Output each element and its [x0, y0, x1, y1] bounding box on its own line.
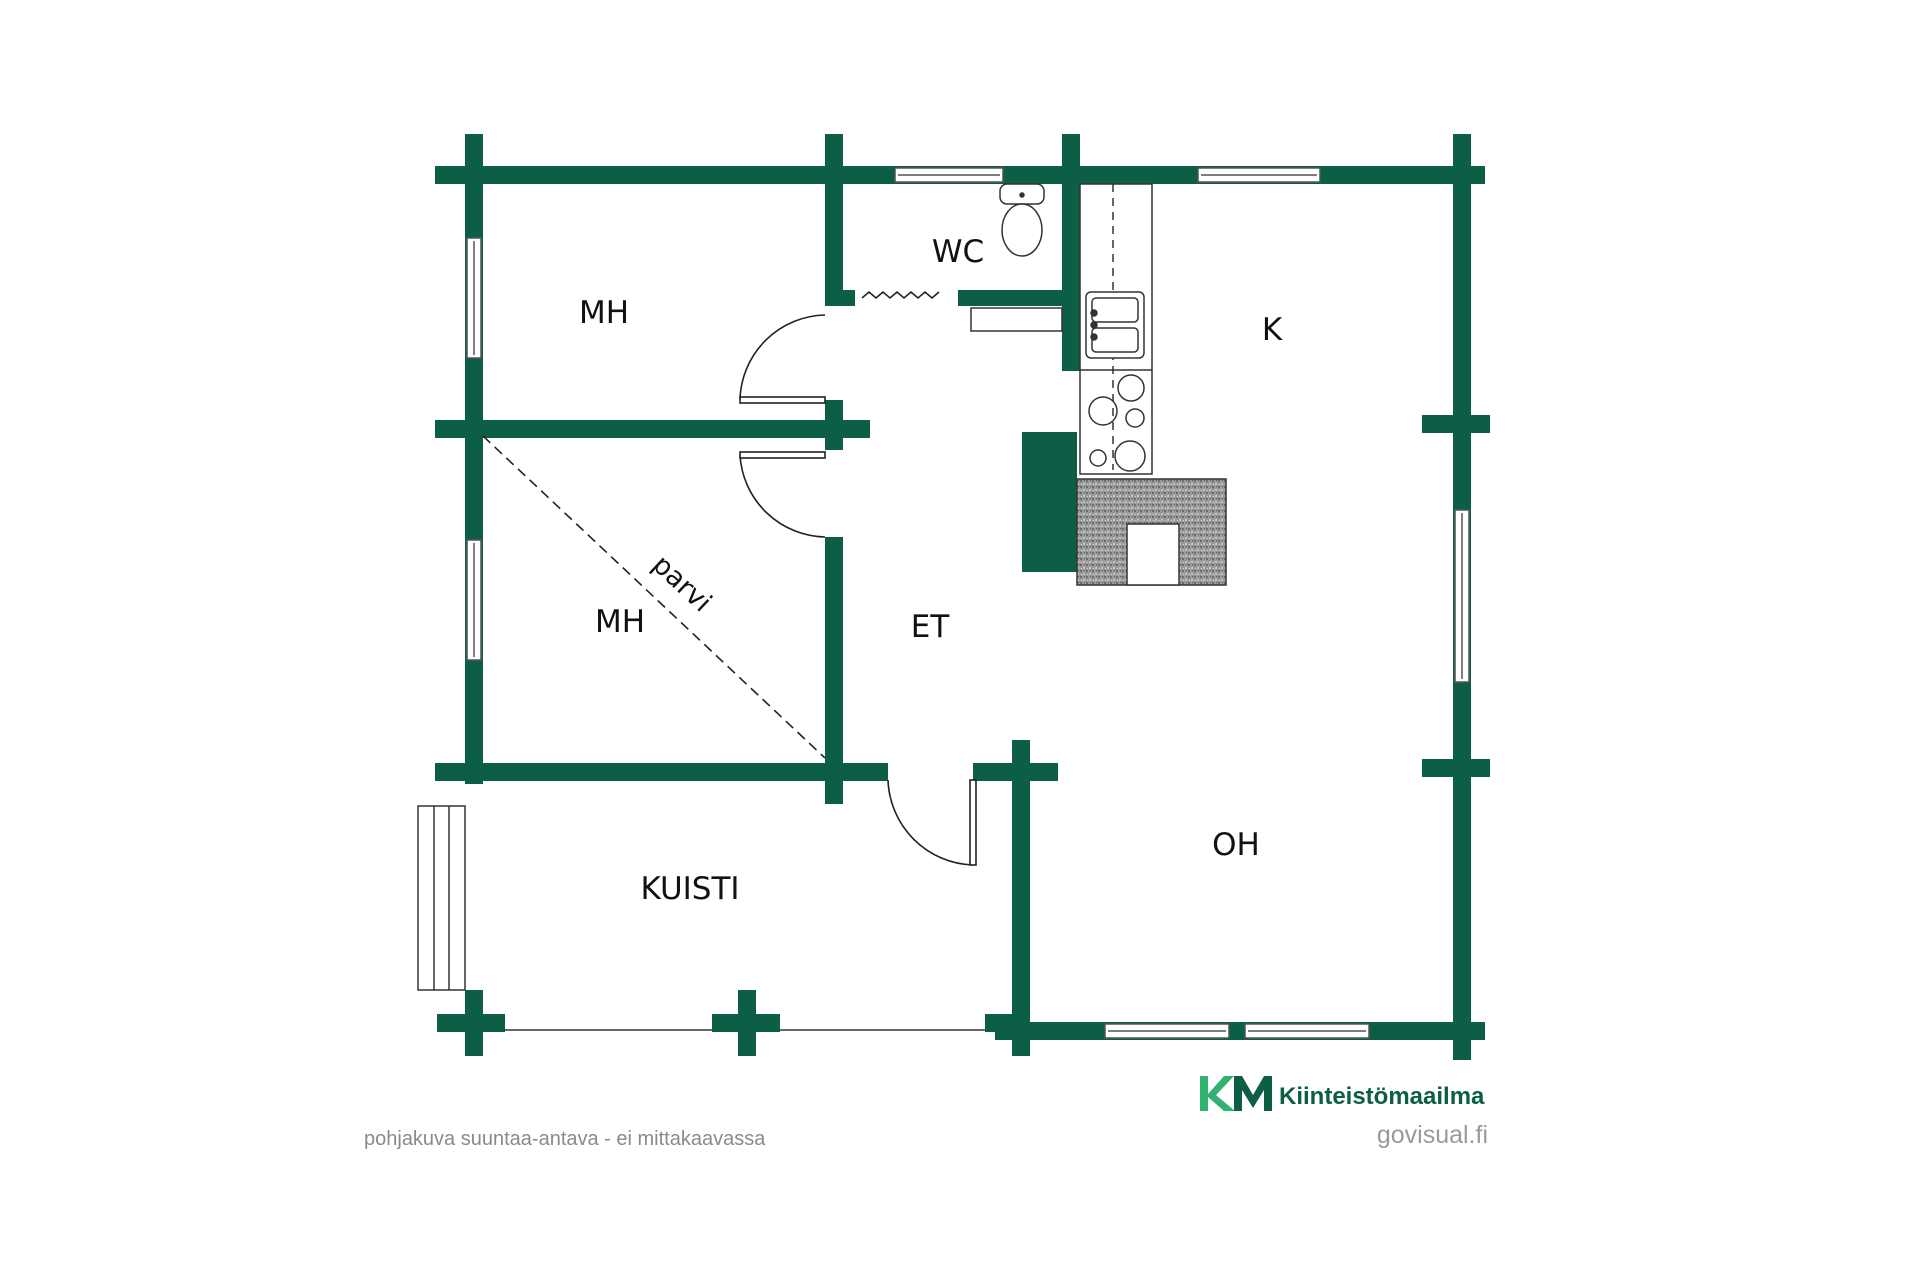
wall-mh-top-right	[825, 134, 843, 306]
disclaimer-note: pohjakuva suuntaa-antava - ei mittakaava…	[364, 1128, 766, 1150]
doors	[739, 290, 977, 866]
km-logo-icon	[1200, 1076, 1272, 1111]
room-label-wc: WC	[932, 234, 984, 270]
kitchen-counter	[1079, 183, 1153, 475]
wall-right-stub-b	[1422, 759, 1490, 777]
porch-steps	[417, 805, 466, 991]
door-wc	[861, 290, 940, 300]
post-left-h	[437, 1014, 505, 1032]
wall-wc-bottom	[958, 290, 1070, 306]
fixtures	[970, 183, 1153, 475]
walls	[435, 134, 1490, 1060]
wall-porch-living	[1012, 740, 1030, 1056]
room-label-mh-top: MH	[579, 295, 629, 331]
room-label-loft: parvi	[646, 549, 717, 618]
wall-left-upper	[465, 134, 483, 784]
wall-porch-top	[435, 763, 888, 781]
toilet-icon	[999, 183, 1045, 257]
stove-icon	[1080, 369, 1152, 472]
fireplace-icon	[1022, 432, 1227, 586]
room-label-kitchen: K	[1262, 312, 1283, 348]
wall-mh-stub-b	[825, 400, 843, 450]
room-label-porch: KUISTI	[640, 871, 739, 907]
post-mid-h	[712, 1014, 780, 1032]
wall-bottom	[995, 1022, 1485, 1040]
wall-mh-stub-a	[825, 290, 855, 306]
door-entrance	[887, 779, 974, 866]
credit-link[interactable]: govisual.fi	[1377, 1121, 1488, 1149]
post-right-h	[985, 1014, 1030, 1032]
porch-details	[417, 805, 985, 1031]
wall-mh-lower	[825, 537, 843, 804]
room-label-living: OH	[1212, 827, 1260, 863]
brand-logo: Kiinteistömaailma	[1200, 1076, 1485, 1111]
wall-wc-kitchen	[1062, 134, 1080, 371]
door-mh-bottom	[739, 454, 826, 538]
brand-name: Kiinteistömaailma	[1279, 1083, 1485, 1110]
room-label-mh-bottom: MH	[595, 604, 645, 640]
windows	[466, 167, 1470, 1039]
wall-right-stub-a	[1422, 415, 1490, 433]
room-label-entrance: ET	[911, 609, 951, 645]
loft-line	[482, 435, 826, 759]
wall-bedroom-divider	[435, 420, 870, 438]
wc-shelf	[970, 307, 1063, 332]
sink-icon	[1085, 291, 1145, 359]
door-mh-top	[739, 314, 826, 401]
